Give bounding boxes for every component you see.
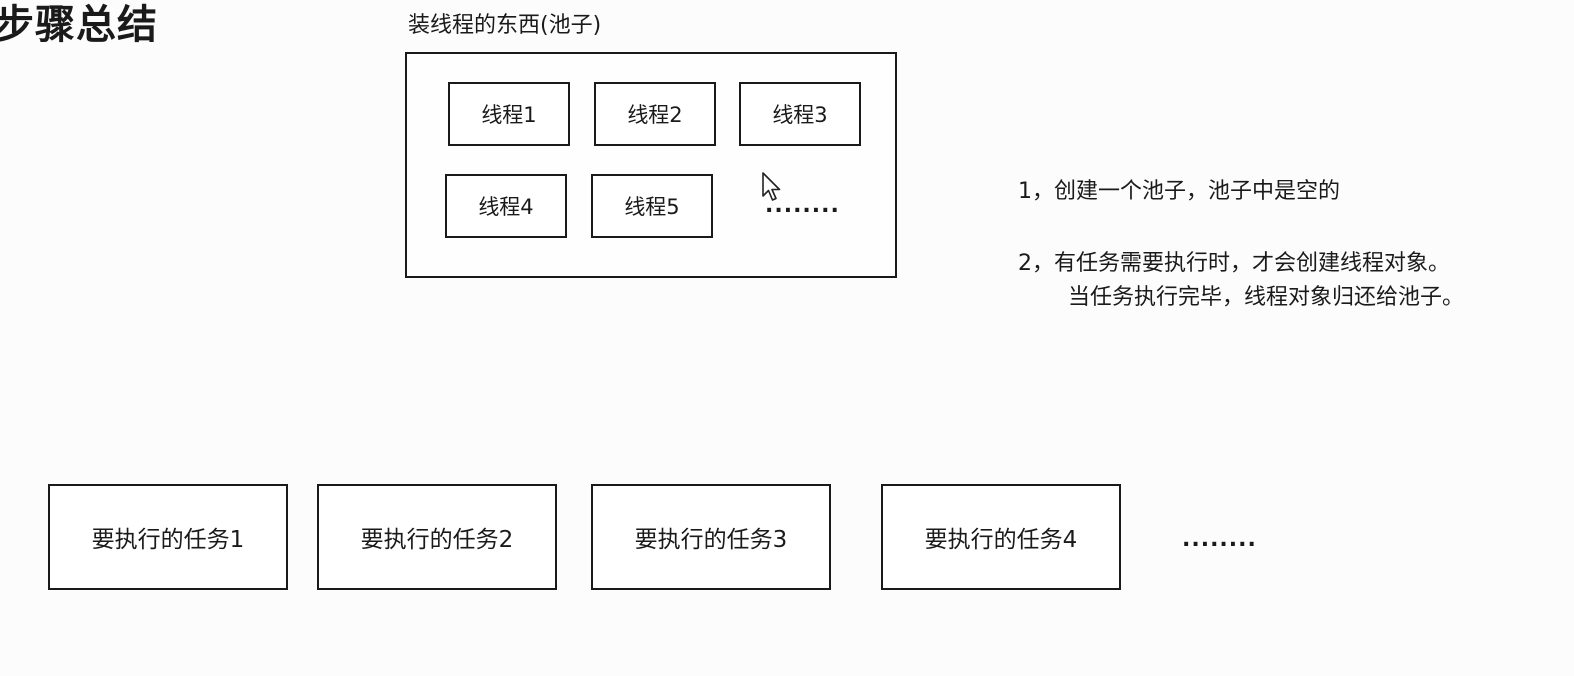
thread-box-2: 线程2 <box>594 82 716 146</box>
step-1-text: 1，创建一个池子，池子中是空的 <box>1018 179 1340 204</box>
pool-ellipsis: ........ <box>765 193 840 218</box>
thread-box-1: 线程1 <box>448 82 570 146</box>
thread-box-3: 线程3 <box>739 82 861 146</box>
thread-box-4: 线程4 <box>445 174 567 238</box>
task-box-4: 要执行的任务4 <box>881 484 1121 590</box>
step-2-text: 2，有任务需要执行时，才会创建线程对象。 <box>1018 251 1450 276</box>
task-box-3: 要执行的任务3 <box>591 484 831 590</box>
pool-label: 装线程的东西(池子) <box>408 13 602 38</box>
task-box-1: 要执行的任务1 <box>48 484 288 590</box>
page-title: 步骤总结 <box>0 2 158 48</box>
tasks-ellipsis: ........ <box>1182 527 1257 552</box>
task-box-2: 要执行的任务2 <box>317 484 557 590</box>
mouse-pointer-icon <box>762 172 781 201</box>
step-2-continuation-text: 当任务执行完毕，线程对象归还给池子。 <box>1068 285 1465 310</box>
thread-box-5: 线程5 <box>591 174 713 238</box>
